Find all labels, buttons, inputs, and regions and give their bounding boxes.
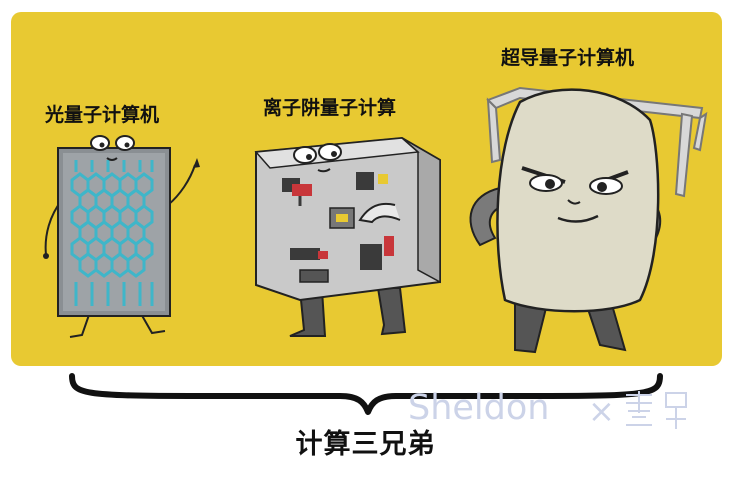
watermark-logo-icon	[626, 391, 687, 429]
watermark-text: Sheldon	[408, 388, 550, 428]
watermark-separator: ×	[588, 392, 615, 430]
caption: 计算三兄弟	[295, 429, 436, 460]
photonic-chip-character	[43, 135, 200, 338]
photonic-label: 光量子计算机	[45, 104, 160, 126]
superconducting-label: 超导量子计算机	[501, 47, 635, 69]
superconducting-character	[469, 86, 708, 354]
ion-trap-label: 离子阱量子计算	[263, 97, 397, 119]
waveguide-pattern	[70, 160, 154, 306]
ion-trap-character	[254, 136, 441, 337]
grouping-brace	[69, 373, 663, 415]
